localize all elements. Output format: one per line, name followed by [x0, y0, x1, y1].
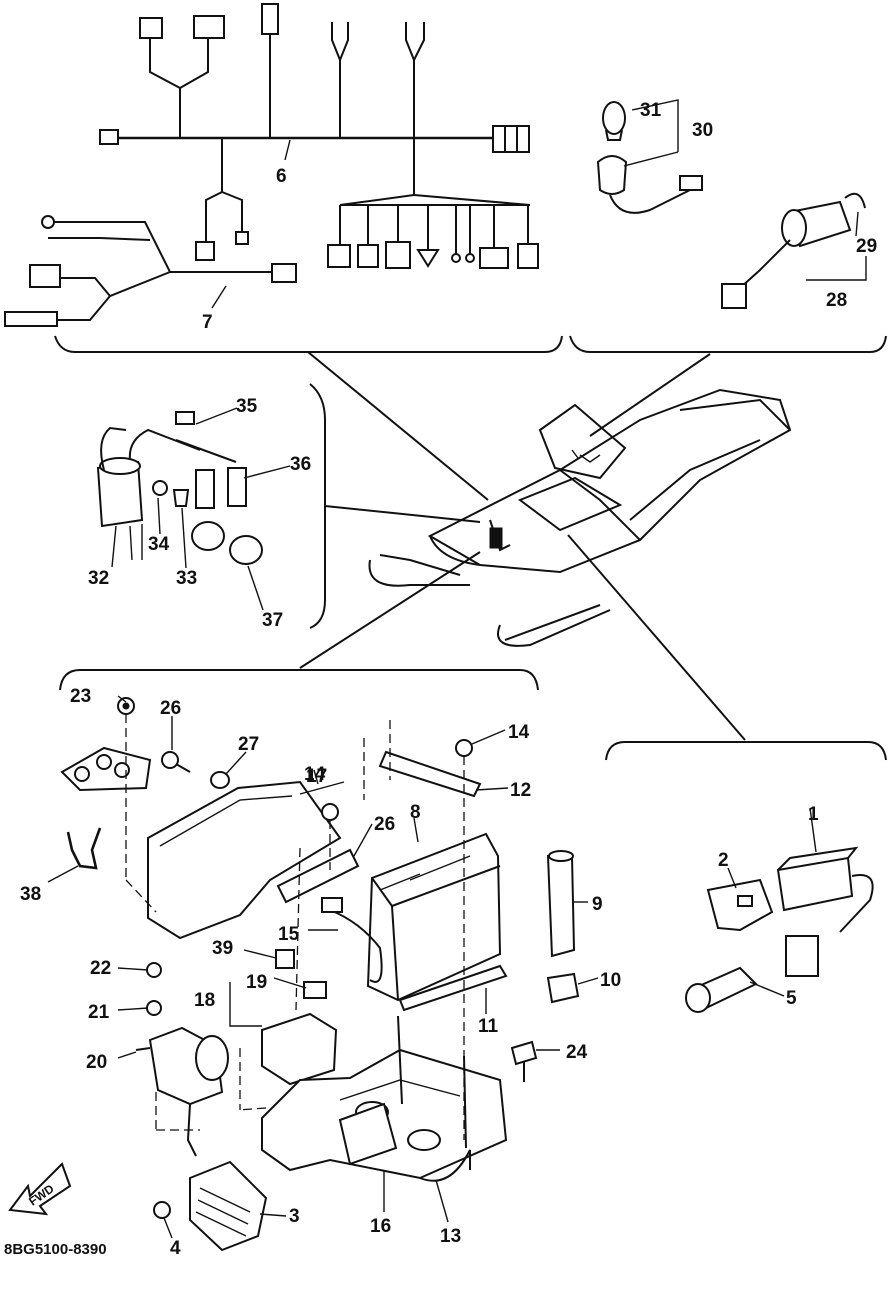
sensor-group-illustration	[685, 846, 874, 1013]
part-number-13: 13	[440, 1226, 461, 1247]
part-number-23: 23	[70, 686, 91, 707]
part-number-33: 33	[176, 568, 197, 589]
part-number-21: 21	[88, 1002, 110, 1023]
part-number-37: 37	[262, 610, 283, 631]
assembly-dashed-lines	[125, 714, 465, 1140]
part-number-31: 31	[640, 100, 662, 121]
part-number-1: 1	[808, 804, 819, 825]
part-number-28: 28	[826, 290, 847, 311]
part-number-29: 29	[856, 236, 877, 257]
leader-sensor	[567, 534, 746, 741]
part-number-12: 12	[510, 780, 531, 801]
part-number-9: 9	[592, 894, 603, 915]
forward-arrow-icon: FWD	[8, 1162, 72, 1216]
leader-switches	[589, 353, 711, 437]
part-number-8: 8	[410, 802, 421, 823]
part-number-7: 7	[202, 312, 213, 333]
part-number-36: 36	[290, 454, 311, 475]
switch-assembly-illustration	[596, 101, 866, 309]
wire-harness-illustration	[99, 3, 539, 269]
group-bracket-sensor	[605, 741, 887, 761]
electrical-box-illustration	[60, 697, 580, 1252]
part-number-15: 15	[278, 924, 300, 945]
leader-electrical-box	[299, 551, 481, 669]
part-number-3: 3	[289, 1206, 300, 1227]
part-number-35: 35	[236, 396, 258, 417]
group-bracket-switches	[569, 335, 887, 353]
part-number-27: 27	[238, 734, 259, 755]
part-number-20: 20	[86, 1052, 107, 1073]
part-number-22: 22	[90, 958, 111, 979]
part-number-14-upper: 14	[508, 722, 530, 743]
part-number-30: 30	[692, 120, 713, 141]
part-number-10: 10	[600, 970, 621, 991]
group-bracket-harness	[54, 335, 563, 353]
part-number-5: 5	[786, 988, 797, 1009]
leader-harness	[307, 351, 489, 501]
part-number-18: 18	[194, 990, 215, 1011]
callout-leaders	[47, 99, 867, 1239]
part-number-14-lower: 14	[304, 764, 326, 785]
sub-harness-illustration	[4, 215, 297, 327]
part-number-24: 24	[566, 1042, 588, 1063]
group-bracket-coil	[309, 383, 326, 629]
drawing-code: 8BG5100-8390	[4, 1241, 107, 1258]
part-number-11: 11	[478, 1016, 499, 1037]
part-number-32: 32	[88, 568, 109, 589]
part-number-4: 4	[170, 1238, 181, 1259]
group-bracket-electrical-box	[59, 669, 539, 691]
part-number-16: 16	[370, 1216, 391, 1237]
part-number-26-lower: 26	[374, 814, 395, 835]
leader-coil	[324, 505, 481, 523]
part-number-6: 6	[276, 166, 287, 187]
part-number-39: 39	[212, 938, 233, 959]
part-number-26-upper: 26	[160, 698, 181, 719]
part-number-17: 17	[306, 766, 327, 787]
part-number-2: 2	[718, 850, 729, 871]
part-number-labels: 1 2 3 4 5 6 7 8 9 10 11 12 13 14 14 15 1…	[20, 100, 877, 1259]
part-number-19: 19	[246, 972, 267, 993]
part-number-38: 38	[20, 884, 41, 905]
ignition-coil-illustration	[96, 411, 263, 565]
snowmobile-illustration	[368, 388, 792, 647]
part-number-34: 34	[148, 534, 170, 555]
